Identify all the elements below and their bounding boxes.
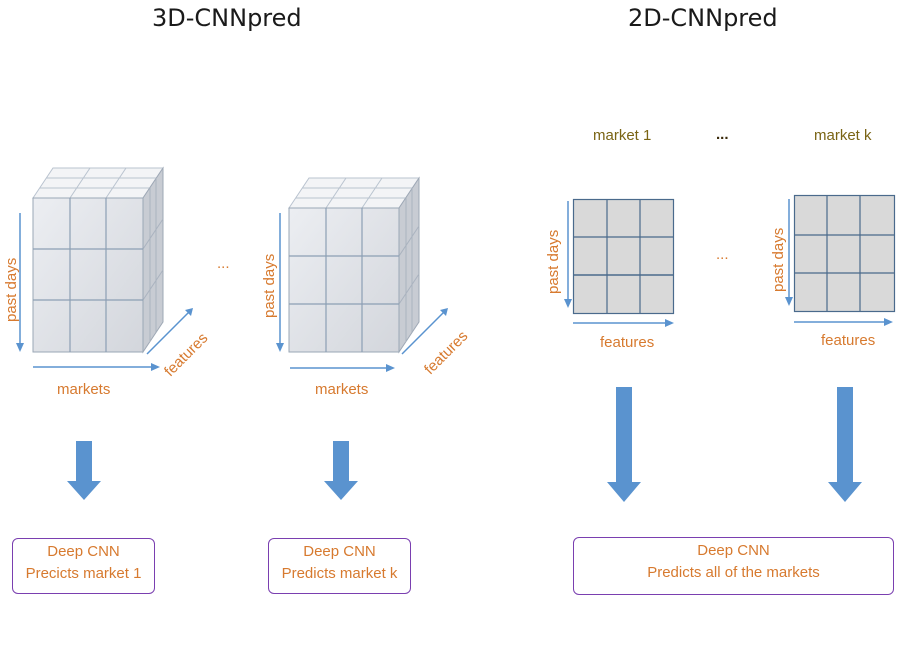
box-line-1: Deep CNN: [47, 543, 120, 560]
features-label-2d-k: features: [821, 332, 876, 349]
past-days-label-k: past days: [261, 253, 278, 318]
ellipsis-markets: ...: [716, 126, 729, 143]
deep-cnn-box-market-k: Deep CNN Predicts market k: [268, 538, 411, 594]
box-line-2: Precicts market 1: [25, 565, 142, 582]
markets-label-1: markets: [57, 381, 111, 398]
features-label-2d-1: features: [600, 334, 655, 351]
past-days-label-1: past days: [3, 257, 20, 322]
grid-market-k: [793, 194, 896, 313]
box-line-2: Predicts market k: [281, 565, 398, 582]
box-line-1: Deep CNN: [303, 543, 376, 560]
box-line-2: Predicts all of the markets: [647, 564, 820, 581]
down-arrow-3d-1: [67, 441, 101, 500]
markets-arrow-k: [290, 364, 395, 372]
features-arrow-1: [146, 308, 193, 355]
market-1-label: market 1: [593, 127, 652, 144]
box-line-1: Deep CNN: [697, 542, 770, 559]
grid-market-1: [572, 198, 675, 315]
ellipsis-2d: ...: [716, 246, 729, 263]
features-arrow-2d-k: [794, 318, 893, 326]
down-arrow-2d-k: [828, 387, 862, 502]
ellipsis-3d: ...: [217, 255, 230, 272]
down-arrow-2d-1: [607, 387, 641, 502]
cube-market-k: [288, 176, 420, 354]
down-arrow-3d-k: [324, 441, 358, 500]
market-k-label: market k: [814, 127, 872, 144]
markets-arrow-1: [33, 363, 160, 371]
past-days-label-2d-1: past days: [545, 229, 562, 294]
deep-cnn-box-all-markets: Deep CNN Predicts all of the markets: [573, 537, 894, 595]
title-3d-cnnpred: 3D-CNNpred: [152, 4, 302, 32]
past-days-arrow-k: [276, 213, 284, 352]
deep-cnn-box-market-1: Deep CNN Precicts market 1: [12, 538, 155, 594]
past-days-arrow-1: [16, 213, 24, 352]
features-arrow-k: [401, 308, 448, 355]
title-2d-cnnpred: 2D-CNNpred: [628, 4, 778, 32]
past-days-arrow-2d-k: [785, 199, 793, 306]
past-days-label-2d-k: past days: [770, 227, 787, 292]
markets-label-k: markets: [315, 381, 369, 398]
cube-market-1: [32, 166, 164, 354]
features-arrow-2d-1: [573, 319, 674, 327]
past-days-arrow-2d-1: [564, 201, 572, 308]
